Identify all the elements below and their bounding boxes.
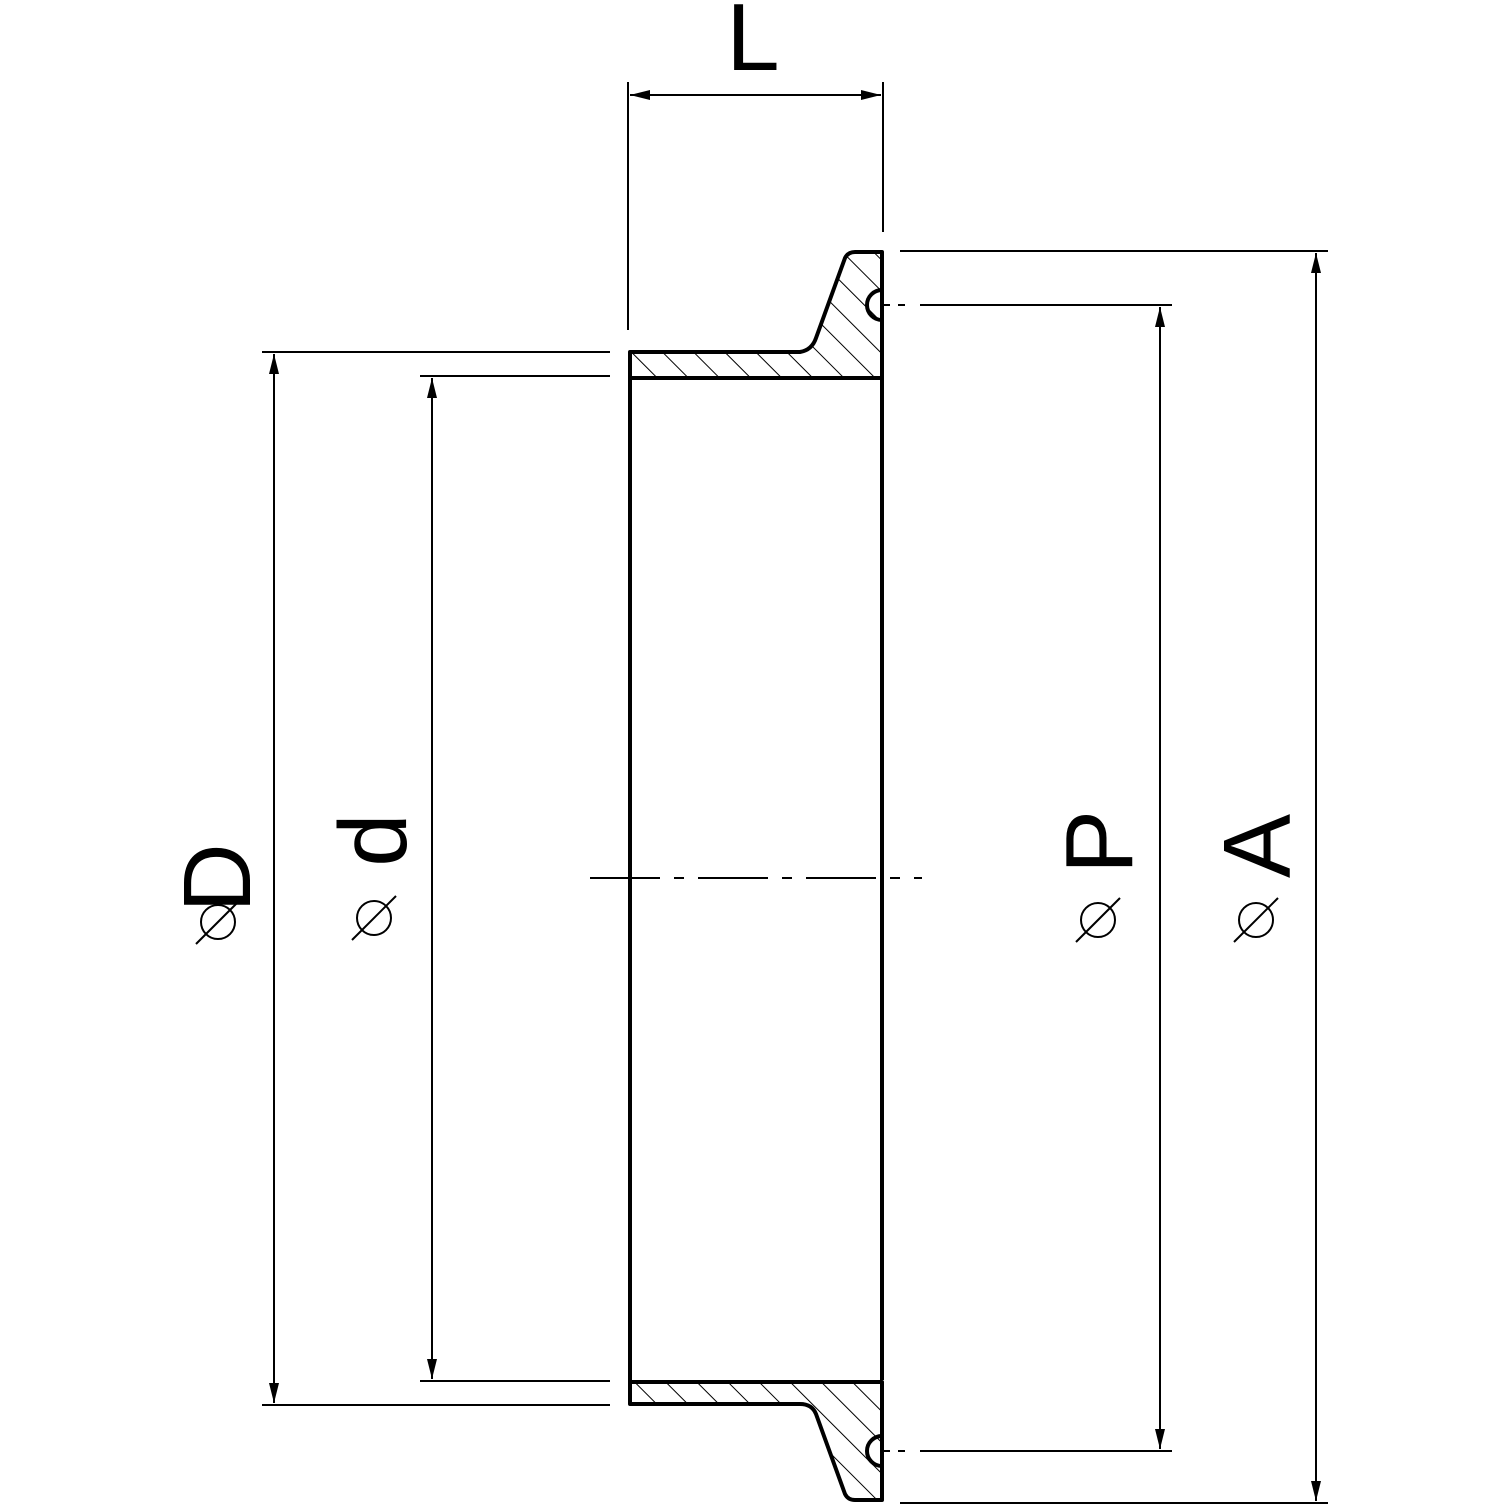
dim-D-diameter-icon [195,899,241,945]
dim-P-diameter-icon [1075,897,1121,943]
dim-D-label: D [164,843,271,912]
dim-A-diameter-icon [1233,897,1279,943]
dim-L-label: L [726,0,779,91]
dim-P-label: P [1046,810,1153,874]
bottom-seal-groove [865,1434,883,1468]
top-flange-section [628,250,884,380]
bottom-flange-section [628,1380,884,1502]
dim-A-label: A [1204,814,1311,878]
dim-d-label: d [320,813,427,866]
dim-d-diameter-icon [351,895,397,941]
top-seal-groove [865,288,883,322]
